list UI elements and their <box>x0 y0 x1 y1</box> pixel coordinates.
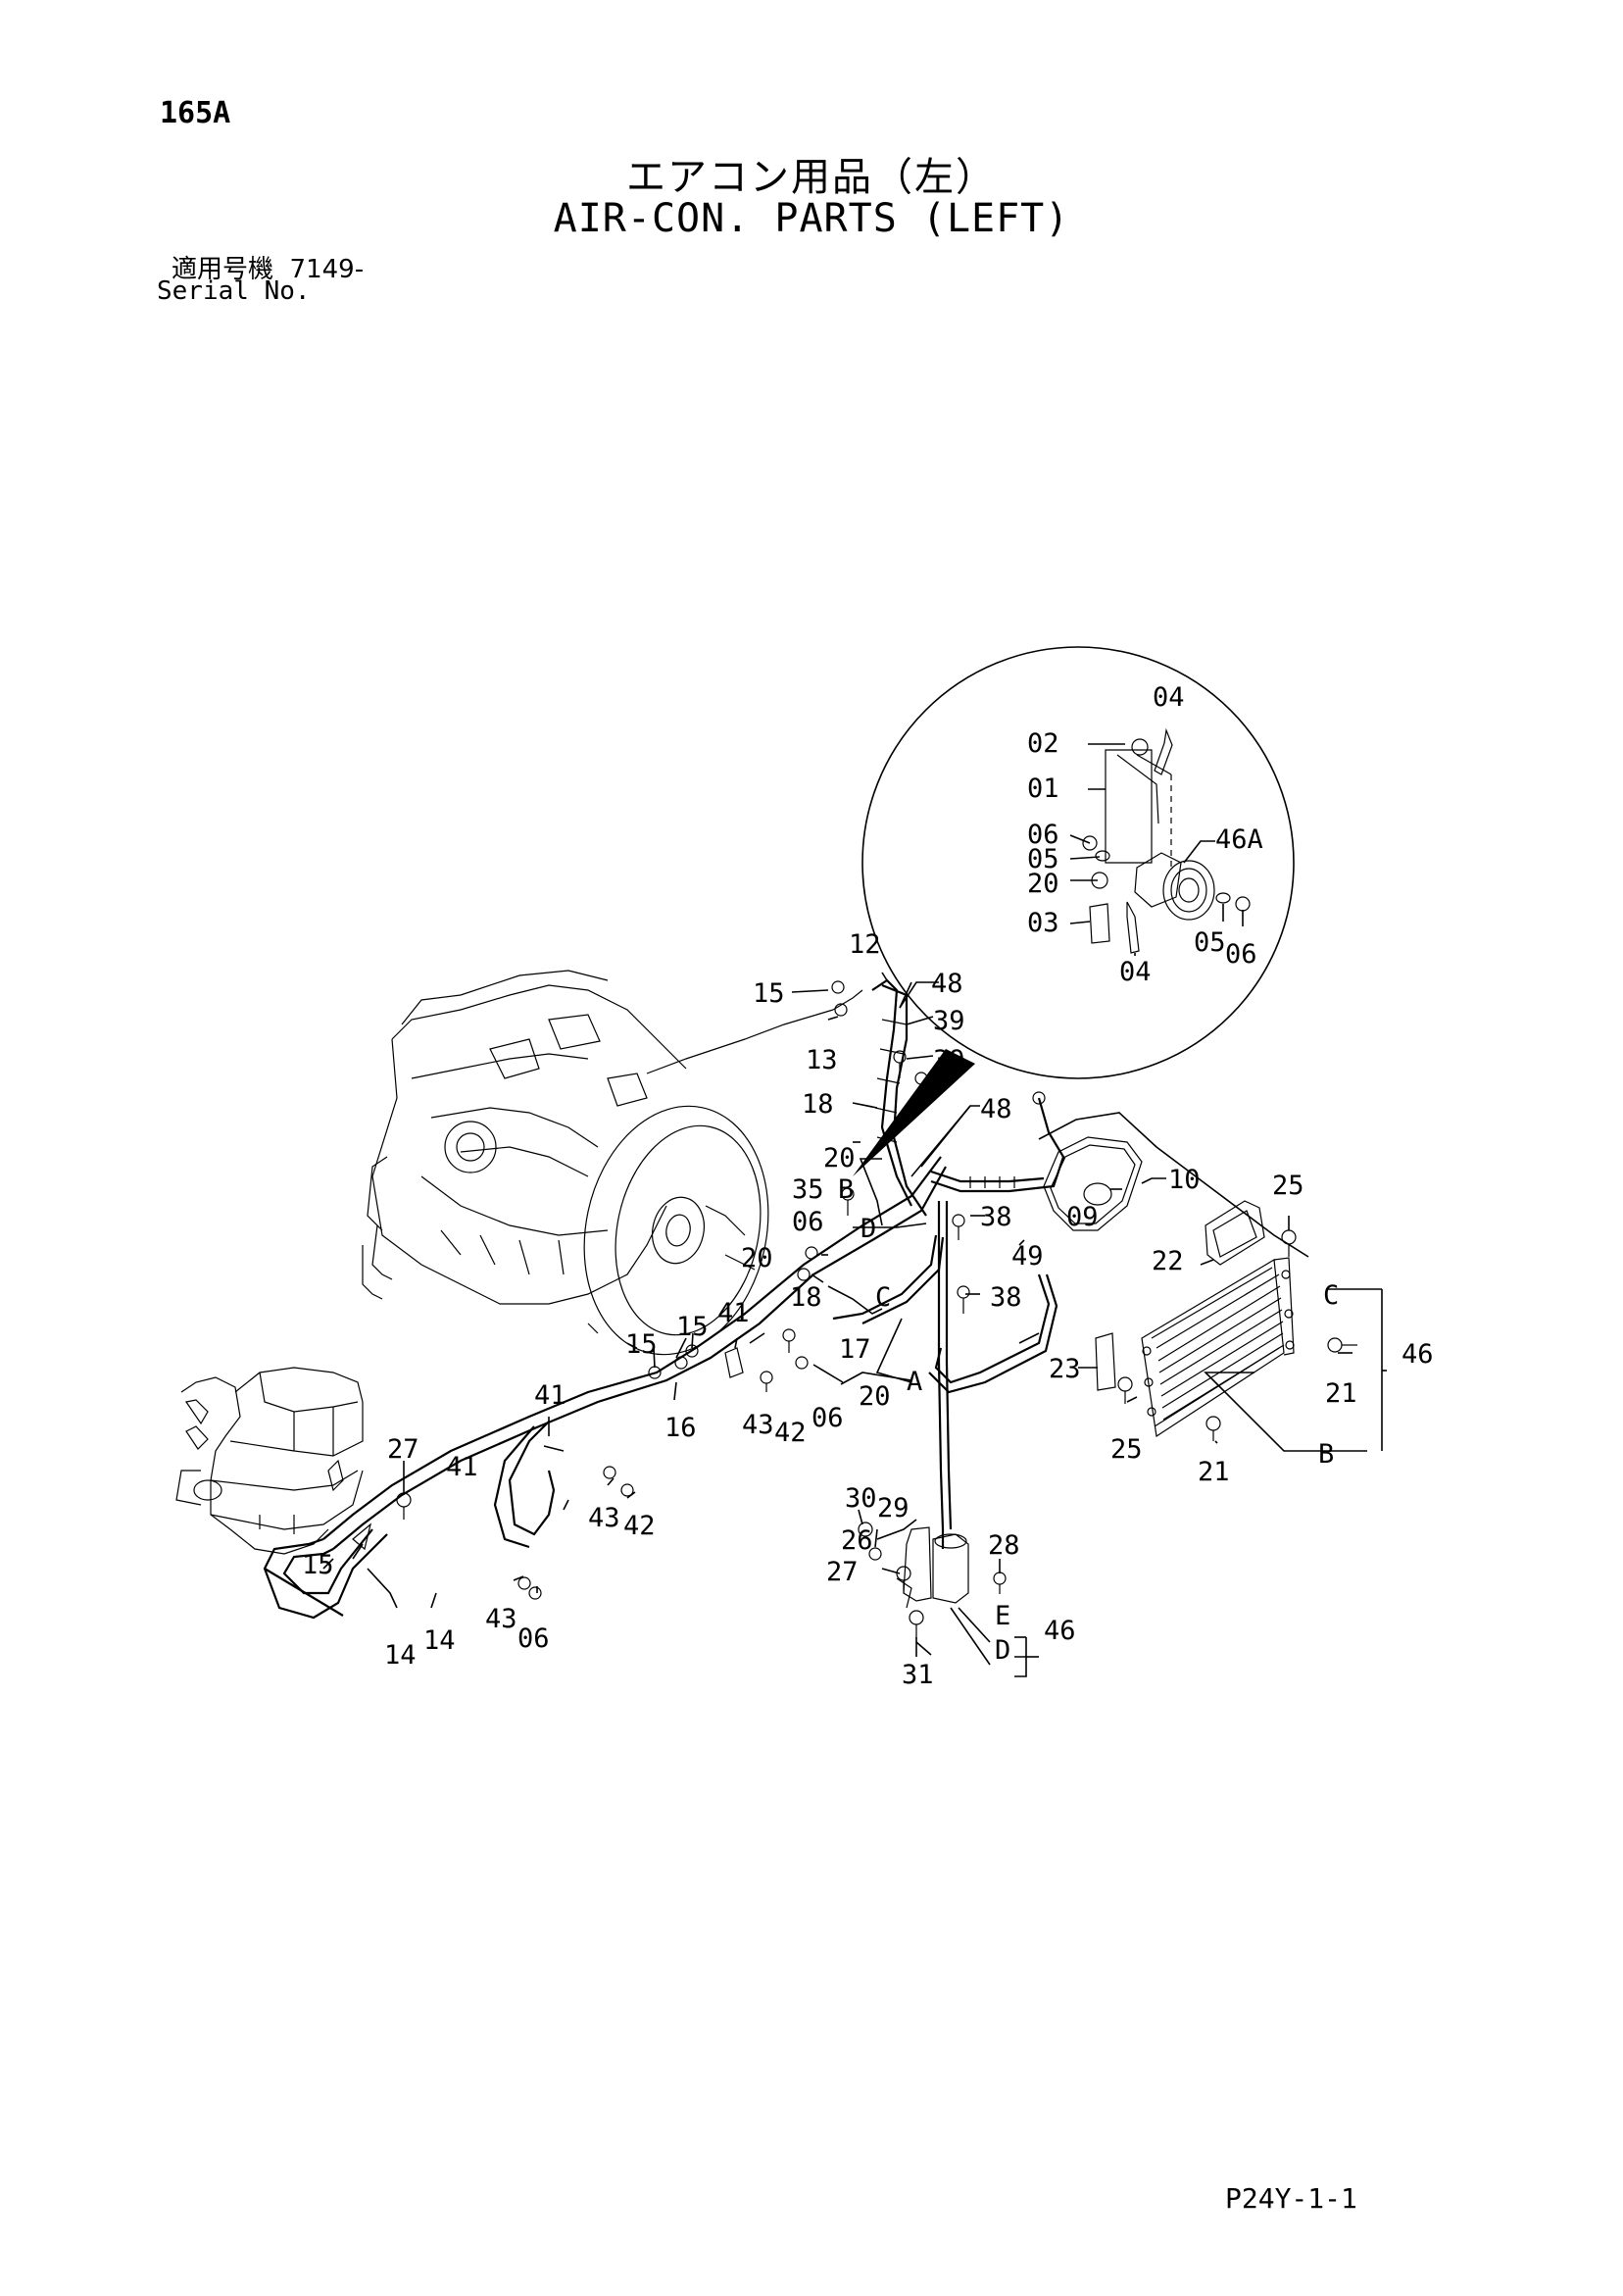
receiver-drier-drawing <box>896 1526 969 1609</box>
callout-06-mid: 06 <box>792 1207 824 1237</box>
callout-06-lower-mid: 06 <box>812 1403 844 1433</box>
hardware-symbols <box>352 980 1357 1639</box>
callout-b-upper: B <box>838 1174 854 1205</box>
callout-01: 01 <box>1027 774 1059 804</box>
title-japanese: エアコン用品（左） <box>626 155 997 200</box>
page-number: 165A <box>160 96 231 130</box>
callout-06-bottom: 06 <box>517 1623 550 1654</box>
callout-42-lower: 42 <box>623 1511 656 1541</box>
callout-46a: 46A <box>1215 824 1263 855</box>
callout-03: 03 <box>1027 908 1059 938</box>
callout-10: 10 <box>1168 1165 1201 1195</box>
callout-27-left: 27 <box>387 1434 419 1465</box>
belt-drawing <box>1043 1136 1143 1231</box>
callout-49: 49 <box>1011 1241 1044 1272</box>
callout-c-mid: C <box>875 1282 891 1313</box>
callout-21-lower: 21 <box>1198 1457 1230 1487</box>
callout-39-a: 39 <box>933 1006 965 1036</box>
callout-26: 26 <box>841 1525 873 1556</box>
callout-14-b: 14 <box>423 1625 456 1656</box>
callout-28: 28 <box>988 1530 1020 1561</box>
leader-lines <box>322 972 1387 1677</box>
callout-17: 17 <box>839 1334 871 1365</box>
callout-06-inset: 06 <box>1027 820 1059 850</box>
callout-21-right: 21 <box>1325 1378 1357 1409</box>
callout-25-top: 25 <box>1272 1171 1304 1201</box>
callout-09: 09 <box>1066 1202 1099 1232</box>
aircon-unit-drawing <box>175 1367 364 1555</box>
callout-06-lower: 06 <box>1225 939 1257 970</box>
callout-35: 35 <box>792 1174 824 1205</box>
callout-48-top: 48 <box>931 969 963 999</box>
callout-12: 12 <box>849 929 881 960</box>
callout-30: 30 <box>845 1483 877 1514</box>
callout-46-right: 46 <box>1402 1339 1434 1370</box>
callout-20-inset: 20 <box>1027 869 1059 899</box>
callout-43-mid: 43 <box>742 1410 774 1440</box>
callout-e: E <box>995 1601 1010 1631</box>
callout-41-left: 41 <box>534 1380 566 1411</box>
callout-20-lower: 20 <box>859 1381 891 1412</box>
callout-31: 31 <box>902 1660 934 1690</box>
callout-25-lower: 25 <box>1110 1434 1143 1465</box>
callout-43-bottom: 43 <box>485 1604 517 1634</box>
serial-line-japanese: 適用号機 7149- <box>172 249 364 285</box>
serial-label-english: Serial No. <box>157 276 311 306</box>
callout-43-lower: 43 <box>588 1503 620 1533</box>
callout-41-mid: 41 <box>717 1298 750 1328</box>
callout-20-left: 20 <box>741 1243 773 1273</box>
callout-05-inset: 05 <box>1027 844 1059 874</box>
callout-22: 22 <box>1152 1246 1184 1276</box>
callout-15-left: 15 <box>302 1550 334 1580</box>
callout-23: 23 <box>1049 1354 1081 1384</box>
hose-routing <box>263 978 1065 1620</box>
callout-d-lower: D <box>995 1635 1010 1666</box>
serial-label-japanese: 適用号機 <box>172 255 274 284</box>
serial-value: 7149- <box>289 255 365 284</box>
callout-48-mid: 48 <box>980 1094 1012 1124</box>
callout-15-mid-right: 15 <box>676 1312 709 1342</box>
callout-02: 02 <box>1027 728 1059 759</box>
callout-13: 13 <box>806 1045 838 1075</box>
title-english: AIR-CON. PARTS (LEFT) <box>553 196 1070 241</box>
callout-29: 29 <box>877 1493 910 1523</box>
callout-16: 16 <box>664 1413 697 1443</box>
engine-drawing <box>362 970 834 1356</box>
callout-d-upper: D <box>861 1214 876 1244</box>
callout-27-lower: 27 <box>826 1557 859 1587</box>
callout-39-b: 39 <box>933 1045 965 1075</box>
figure-code: P24Y-1-1 <box>1225 2182 1357 2215</box>
callout-labels: 04 02 01 06 05 46A 20 03 04 05 06 12 15 … <box>302 682 1434 1690</box>
callout-c-right: C <box>1323 1280 1339 1311</box>
callout-38-mid: 38 <box>990 1282 1022 1313</box>
callout-18-mid: 18 <box>790 1282 822 1313</box>
callout-14-a: 14 <box>384 1640 417 1671</box>
callout-04-top: 04 <box>1153 682 1185 713</box>
callout-b-lower: B <box>1318 1439 1334 1470</box>
inset-pointer <box>853 1049 975 1176</box>
callout-38-upper: 38 <box>980 1202 1012 1232</box>
callout-15-top: 15 <box>753 978 785 1009</box>
callout-18-top: 18 <box>802 1089 834 1120</box>
callout-42-mid: 42 <box>774 1418 807 1448</box>
callout-05-lower: 05 <box>1194 927 1226 958</box>
callout-15-mid-left: 15 <box>625 1329 658 1360</box>
callout-46-lower: 46 <box>1044 1616 1076 1646</box>
callout-20-mid: 20 <box>823 1143 856 1173</box>
callout-a: A <box>907 1367 922 1397</box>
callout-41-lower: 41 <box>446 1452 478 1482</box>
condenser-drawing <box>1095 1200 1295 1438</box>
callout-04-lower: 04 <box>1119 957 1152 987</box>
inset-detail <box>853 646 1295 1176</box>
